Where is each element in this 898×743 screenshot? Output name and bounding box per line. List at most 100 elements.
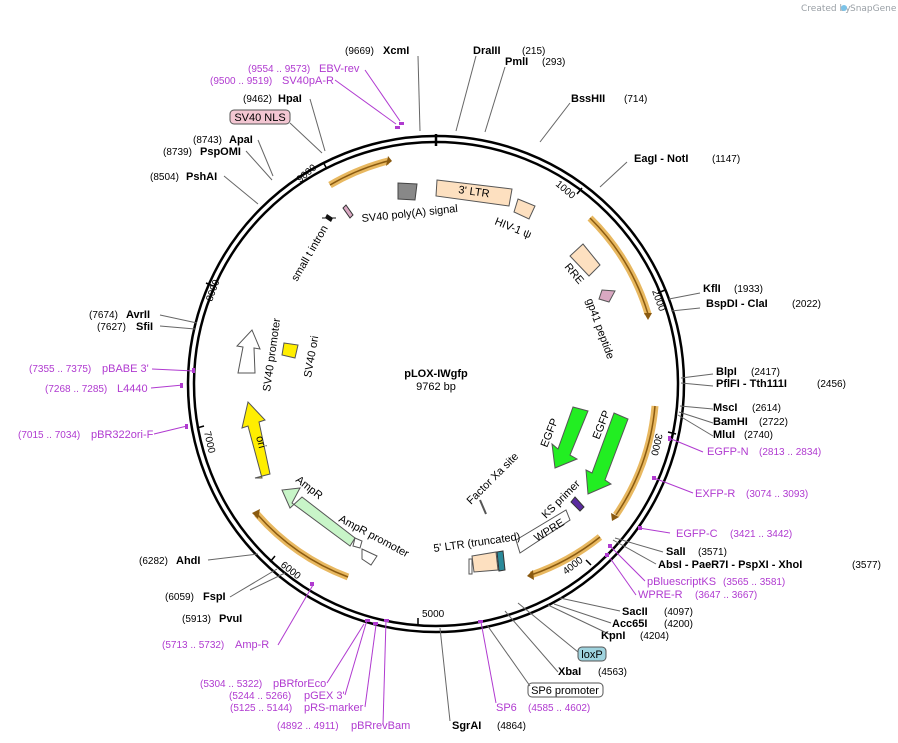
enzyme-pos-apai: (8743) bbox=[193, 135, 222, 146]
feature-egfp-2 bbox=[585, 412, 629, 495]
feature-label-ori: ori bbox=[253, 435, 268, 450]
enzyme-name-acc65i: Acc65I bbox=[612, 618, 647, 630]
enzyme-pos-sacii: (4097) bbox=[664, 607, 693, 618]
primer-name-egfp-c: EGFP-C bbox=[676, 528, 718, 540]
primer-name-amp-r: Amp-R bbox=[235, 639, 269, 651]
plasmid-size: 9762 bp bbox=[416, 381, 456, 393]
enzyme-pos-absi-xhoi: (3577) bbox=[852, 560, 881, 571]
feature-5-ltr bbox=[471, 551, 499, 573]
primer-name-ebv-rev: EBV-rev bbox=[319, 63, 360, 75]
primer-name-pbr322ori-f: pBR322ori-F bbox=[91, 429, 154, 441]
primer-range-prs-marker: (5125 .. 5144) bbox=[230, 703, 292, 714]
tick-label-1000: 1000 bbox=[553, 179, 577, 202]
primer-range-sp6: (4585 .. 4602) bbox=[528, 703, 590, 714]
enzyme-pos-acc65i: (4200) bbox=[664, 619, 693, 630]
enzyme-pos-sgrai: (4864) bbox=[497, 721, 526, 732]
sv40-nls-label: SV40 NLS bbox=[234, 112, 285, 124]
primer-name-pbabe-3: pBABE 3' bbox=[102, 363, 149, 375]
enzyme-pos-bamhi: (2722) bbox=[759, 417, 788, 428]
tick-label-5000: 5000 bbox=[422, 609, 445, 620]
feature-ampr bbox=[281, 487, 356, 547]
primer-name-exfp-r: EXFP-R bbox=[695, 488, 735, 500]
enzyme-pos-pmli: (293) bbox=[542, 57, 565, 68]
feature-sv40-pa-arrow bbox=[342, 204, 354, 219]
sv40-nls-box bbox=[229, 109, 291, 125]
primer-range-ebv-rev: (9554 .. 9573) bbox=[248, 64, 310, 75]
feature-rre bbox=[569, 243, 601, 277]
sv40-nls-arc bbox=[328, 157, 389, 189]
credit-brand: SnapGene bbox=[850, 4, 897, 14]
primer-range-pbrrevbam: (4892 .. 4911) bbox=[277, 721, 339, 732]
primer-name-pbrforeco: pBRforEco bbox=[273, 678, 326, 690]
arc-arrowhead bbox=[252, 509, 260, 519]
primer-range-pbabe-3: (7355 .. 7375) bbox=[29, 364, 91, 375]
feature-wpre bbox=[515, 509, 571, 554]
tick-label-8000: 8000 bbox=[204, 278, 222, 303]
enzyme-name-sgrai: SgrAI bbox=[452, 720, 481, 732]
primer-range-exfp-r: (3074 .. 3093) bbox=[746, 489, 808, 500]
sp6-promoter-box bbox=[527, 682, 604, 698]
feature-egfp-1 bbox=[551, 406, 589, 469]
feature-label-factor-xa: Factor Xa site bbox=[465, 451, 521, 507]
enzyme-pos-bsshii: (714) bbox=[624, 94, 647, 105]
snapgene-logo-icon bbox=[841, 5, 847, 11]
enzyme-name-sali: SalI bbox=[666, 546, 686, 558]
enzyme-name-pvui: PvuI bbox=[219, 613, 242, 625]
primer-range-pbr322ori-f: (7015 .. 7034) bbox=[18, 430, 80, 441]
loxp-label: loxP bbox=[581, 649, 602, 661]
arc-arrowhead bbox=[644, 313, 652, 320]
feature-gp41 bbox=[598, 289, 616, 303]
primer-name-sp6: SP6 bbox=[496, 702, 517, 714]
credit-prefix: Created by bbox=[801, 4, 851, 14]
leader-lines bbox=[159, 55, 714, 722]
enzyme-pos-pvui: (5913) bbox=[182, 614, 211, 625]
enzyme-pos-mlui: (2740) bbox=[744, 430, 773, 441]
primer-name-prs-marker: pRS-marker bbox=[304, 702, 364, 714]
plasmid-name: pLOX-IWgfp bbox=[404, 368, 468, 380]
feature-sv40-promoter bbox=[235, 329, 261, 374]
enzyme-name-sacii: SacII bbox=[622, 606, 648, 618]
enzyme-pos-blpi: (2417) bbox=[751, 367, 780, 378]
primer-leader-lines bbox=[150, 69, 704, 726]
enzyme-pos-draiii: (215) bbox=[522, 46, 545, 57]
feature-sv40-ori bbox=[281, 342, 299, 359]
enzyme-pos-hpai: (9462) bbox=[243, 94, 272, 105]
feature-arcs bbox=[254, 157, 659, 581]
feature-sv40-polya bbox=[397, 182, 418, 201]
feature-loxp-box bbox=[496, 550, 506, 572]
enzyme-pos-sfii: (7627) bbox=[97, 322, 126, 333]
feature-3-ltr bbox=[435, 179, 513, 207]
enzyme-name-xbai: XbaI bbox=[558, 666, 581, 678]
arc-arrowhead bbox=[527, 570, 534, 580]
primer-name-pbluescriptks: pBluescriptKS bbox=[647, 576, 716, 588]
enzyme-name-pflfi-tth111i: PflFI - Tth111I bbox=[716, 378, 787, 390]
enzyme-pos-kpni: (4204) bbox=[640, 631, 669, 642]
feature-label-sv40-promoter: SV40 promoter bbox=[261, 317, 283, 392]
feature-ks-primer bbox=[570, 496, 585, 512]
enzyme-name-fspi: FspI bbox=[203, 591, 226, 603]
enzyme-pos-avrii: (7674) bbox=[89, 310, 118, 321]
enzyme-name-mlui: MluI bbox=[713, 429, 735, 441]
feature-sp6-mark bbox=[468, 558, 473, 575]
enzyme-pos-sali: (3571) bbox=[698, 547, 727, 558]
enzyme-name-bamhi: BamHI bbox=[713, 416, 748, 428]
feature-label-sv40-polya: SV40 poly(A) signal bbox=[361, 203, 458, 225]
primer-range-l4440: (7268 .. 7285) bbox=[45, 384, 107, 395]
enzyme-pos-xcmi: (9669) bbox=[345, 46, 374, 57]
enzyme-pos-eagi-noti: (1147) bbox=[712, 154, 740, 165]
enzyme-name-eagi-noti: EagI - NotI bbox=[634, 153, 688, 165]
enzyme-name-ahdi: AhdI bbox=[176, 555, 200, 567]
primer-name-pbrrevbam: pBRrevBam bbox=[351, 720, 410, 732]
enzyme-pos-kfli: (1933) bbox=[734, 284, 763, 295]
feature-factor-xa bbox=[479, 499, 487, 515]
primer-range-pgex-3: (5244 .. 5266) bbox=[229, 691, 291, 702]
feature-hiv-psi bbox=[513, 198, 536, 220]
feature-label-gp41: gp41 peptide bbox=[583, 297, 616, 361]
arc-arrowhead bbox=[386, 156, 392, 166]
enzyme-name-bspdi-clai: BspDI - ClaI bbox=[706, 298, 768, 310]
enzyme-pos-ahdi: (6282) bbox=[139, 556, 168, 567]
sp6-promoter-label: SP6 promoter bbox=[531, 685, 599, 697]
feature-label-5-ltr: 5' LTR (truncated) bbox=[433, 531, 521, 555]
enzyme-name-psppomi: PspOMI bbox=[200, 146, 241, 158]
enzyme-pos-msci: (2614) bbox=[752, 403, 781, 414]
